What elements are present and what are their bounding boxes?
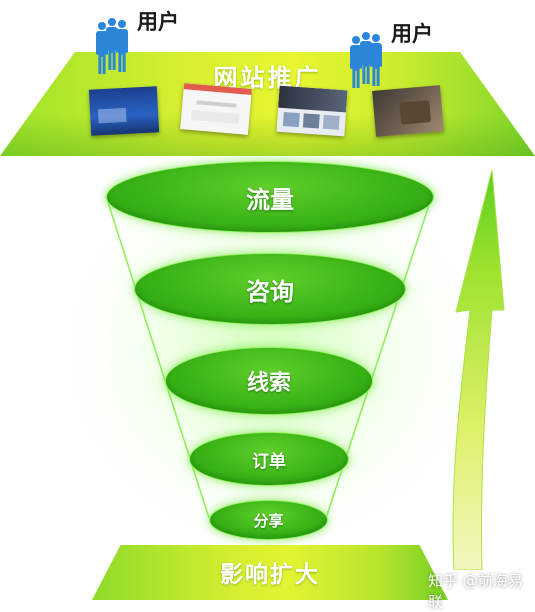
person-group-icon: [350, 32, 390, 88]
watermark: 知乎 @前海易联: [428, 572, 523, 611]
funnel-level-label: 流量: [246, 185, 294, 214]
funnel-level-label: 订单: [252, 451, 286, 472]
funnel-level-share: 分享: [209, 500, 328, 540]
users-label-right: 用户: [391, 22, 433, 46]
bottom-title: 影响扩大: [220, 562, 320, 588]
funnel-level-inquiry: 咨询: [134, 253, 406, 325]
funnel-level-label: 分享: [253, 511, 284, 530]
funnel-level-traffic: 流量: [106, 161, 434, 233]
users-label-left: 用户: [137, 10, 179, 34]
funnel-level-leads: 线索: [165, 347, 373, 415]
funnel-level-orders: 订单: [189, 432, 349, 486]
person-group-icon: [96, 18, 136, 74]
funnel-level-label: 线索: [246, 371, 291, 396]
growth-arrow-icon: [452, 169, 505, 570]
funnel-level-label: 咨询: [246, 277, 294, 306]
bottom-platform: [92, 545, 448, 600]
